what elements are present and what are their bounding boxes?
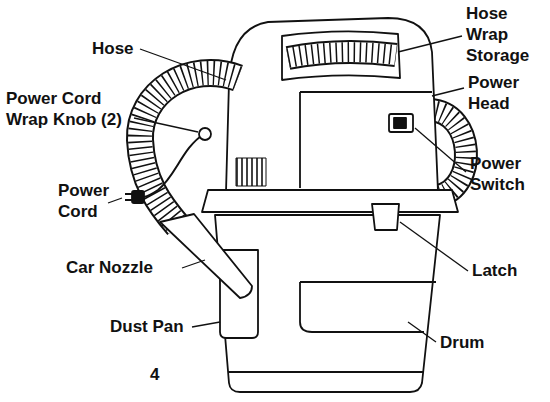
handle-channel [282, 31, 400, 80]
part-label: Power Switch [470, 153, 546, 195]
drum-band [228, 371, 424, 373]
cord-wrap-knob [199, 128, 211, 140]
part-label: Hose Wrap Storage [466, 3, 546, 66]
plug-prongs [125, 194, 132, 200]
part-label: Hose [92, 38, 134, 59]
drum-panel [300, 282, 424, 332]
part-label: Drum [440, 332, 484, 353]
cord-plug [132, 191, 144, 203]
part-label: Power Cord [58, 180, 114, 222]
power-head [226, 18, 438, 192]
part-label: Dust Pan [110, 316, 184, 337]
page-number: 4 [150, 364, 159, 385]
car-nozzle [160, 214, 252, 298]
leader-lines [108, 36, 468, 342]
part-label: Power Cord Wrap Knob (2) [6, 88, 134, 130]
latch [372, 204, 399, 230]
part-label: Car Nozzle [66, 257, 153, 278]
power-cord [144, 134, 204, 197]
part-label: Power Head [468, 72, 544, 114]
switch-rocker [394, 118, 406, 128]
stored-hose [288, 52, 396, 58]
lid-rim [202, 190, 458, 212]
drum [215, 215, 440, 392]
part-label: Latch [472, 260, 517, 281]
power-switch [389, 114, 413, 132]
vent-grille [236, 158, 266, 186]
hose [140, 73, 238, 226]
head-edge [300, 92, 432, 188]
drum-panel-edge [300, 281, 436, 283]
